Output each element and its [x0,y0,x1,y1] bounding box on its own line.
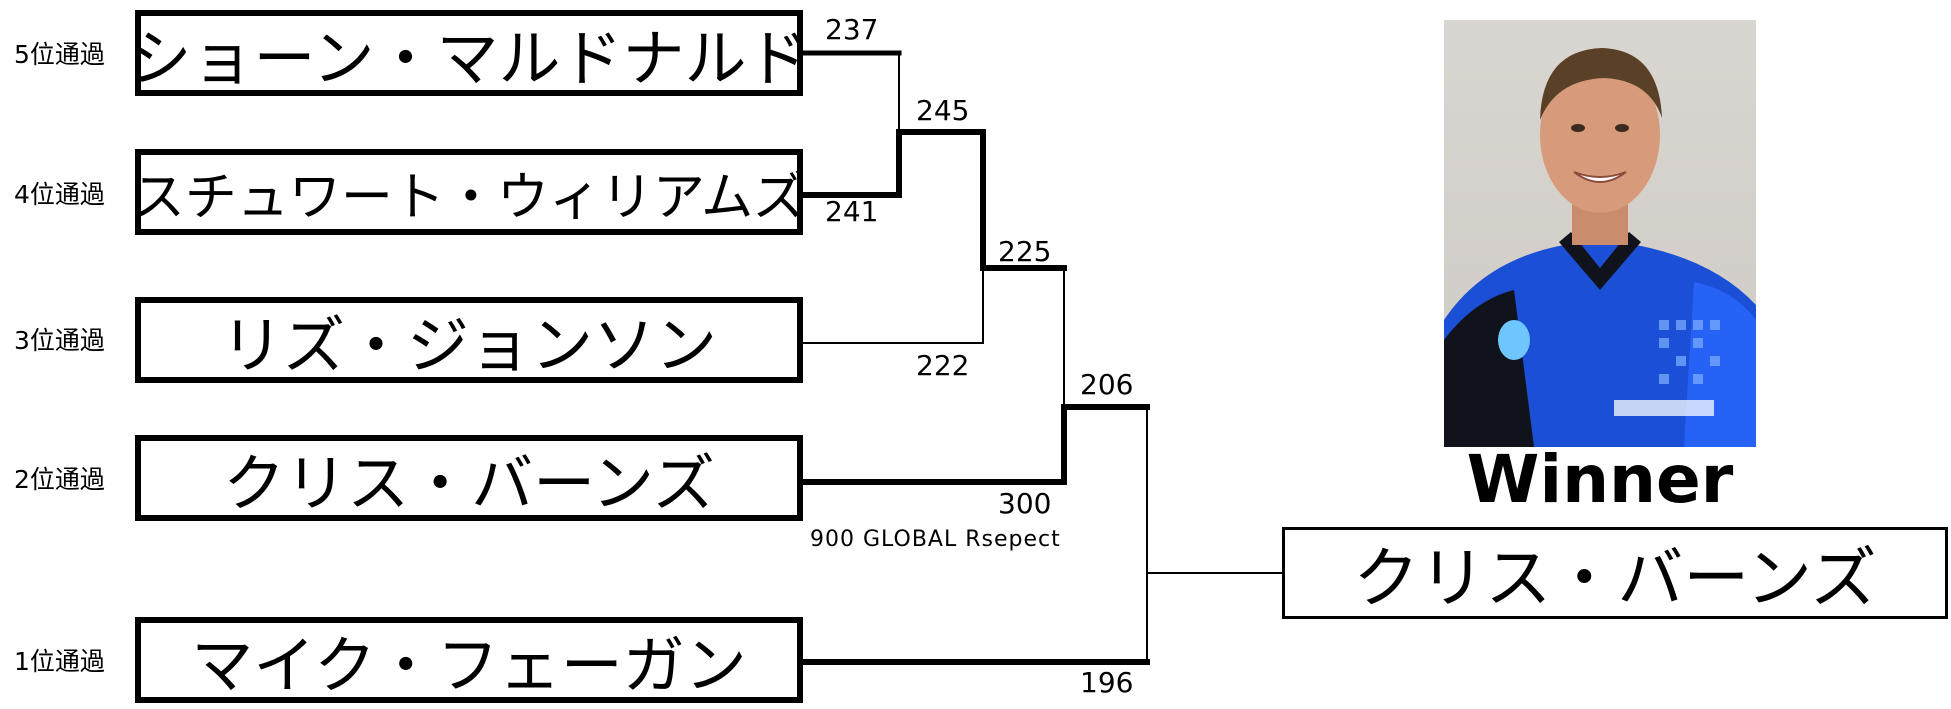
winner-photo [1444,20,1756,447]
score-m3-top: 225 [998,235,1052,268]
player-box-seed-5: ショーン・マルドナルド [135,10,803,96]
seed-label-4: 4位通過 [14,180,105,209]
score-m2-top: 245 [916,94,970,127]
score-m4-bottom: 196 [1080,666,1134,699]
player-box-seed-3: リズ・ジョンソン [135,297,803,383]
winner-label: Winner [1466,441,1734,518]
seed-label-3: 3位通過 [14,326,105,355]
seed-label-2: 2位通過 [14,465,105,494]
score-m4-top: 206 [1080,368,1134,401]
player-box-seed-4: スチュワート・ウィリアムズ [135,149,803,235]
score-m1-bottom: 241 [825,195,879,228]
perfect-game-note: 900 GLOBAL Rsepect [810,527,1061,552]
score-m1-top: 237 [825,13,879,46]
seed-label-1: 1位通過 [14,647,105,676]
player-box-seed-2: クリス・バーンズ [135,435,803,521]
winner-name-box: クリス・バーンズ [1282,527,1948,619]
score-m2-bottom: 222 [916,349,970,382]
player-box-seed-1: マイク・フェーガン [135,617,803,703]
score-m3-bottom: 300 [998,487,1052,520]
seed-label-5: 5位通過 [14,40,105,69]
